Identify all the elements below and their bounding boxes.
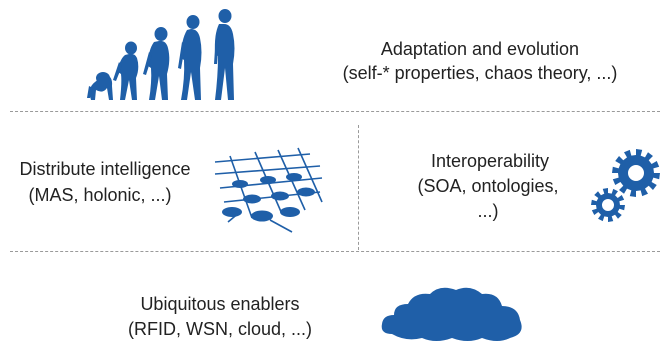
ubiquitous-subtitle: (RFID, WSN, cloud, ...) <box>127 319 313 339</box>
adaptation-title: Adaptation and evolution <box>380 39 580 59</box>
interoperability-panel: Interoperability (SOA, ontologies, ...) <box>360 112 670 250</box>
distribute-panel: Distribute intelligence (MAS, holonic, .… <box>0 112 358 250</box>
distribute-title: Distribute intelligence <box>19 159 191 179</box>
network-icon <box>214 147 323 233</box>
cloud-icon <box>381 287 522 341</box>
ubiquitous-panel: Ubiquitous enablers (RFID, WSN, cloud, .… <box>0 252 670 341</box>
gears-icon <box>591 149 660 222</box>
adaptation-subtitle: (self-* properties, chaos theory, ...) <box>342 63 618 83</box>
interoperability-subtitle-line2: ...) <box>477 201 499 221</box>
interoperability-title: Interoperability <box>430 151 550 171</box>
interoperability-subtitle-line1: (SOA, ontologies, <box>417 176 559 196</box>
bottom-divider <box>10 251 660 252</box>
adaptation-panel: Adaptation and evolution (self-* propert… <box>0 0 670 108</box>
distribute-subtitle: (MAS, holonic, ...) <box>28 185 172 205</box>
human-evolution-icon <box>87 9 235 100</box>
middle-vertical-divider <box>358 125 359 250</box>
ubiquitous-title: Ubiquitous enablers <box>140 294 300 314</box>
small-gear-icon <box>591 188 625 222</box>
large-gear-icon <box>612 149 660 197</box>
top-divider <box>10 111 660 112</box>
